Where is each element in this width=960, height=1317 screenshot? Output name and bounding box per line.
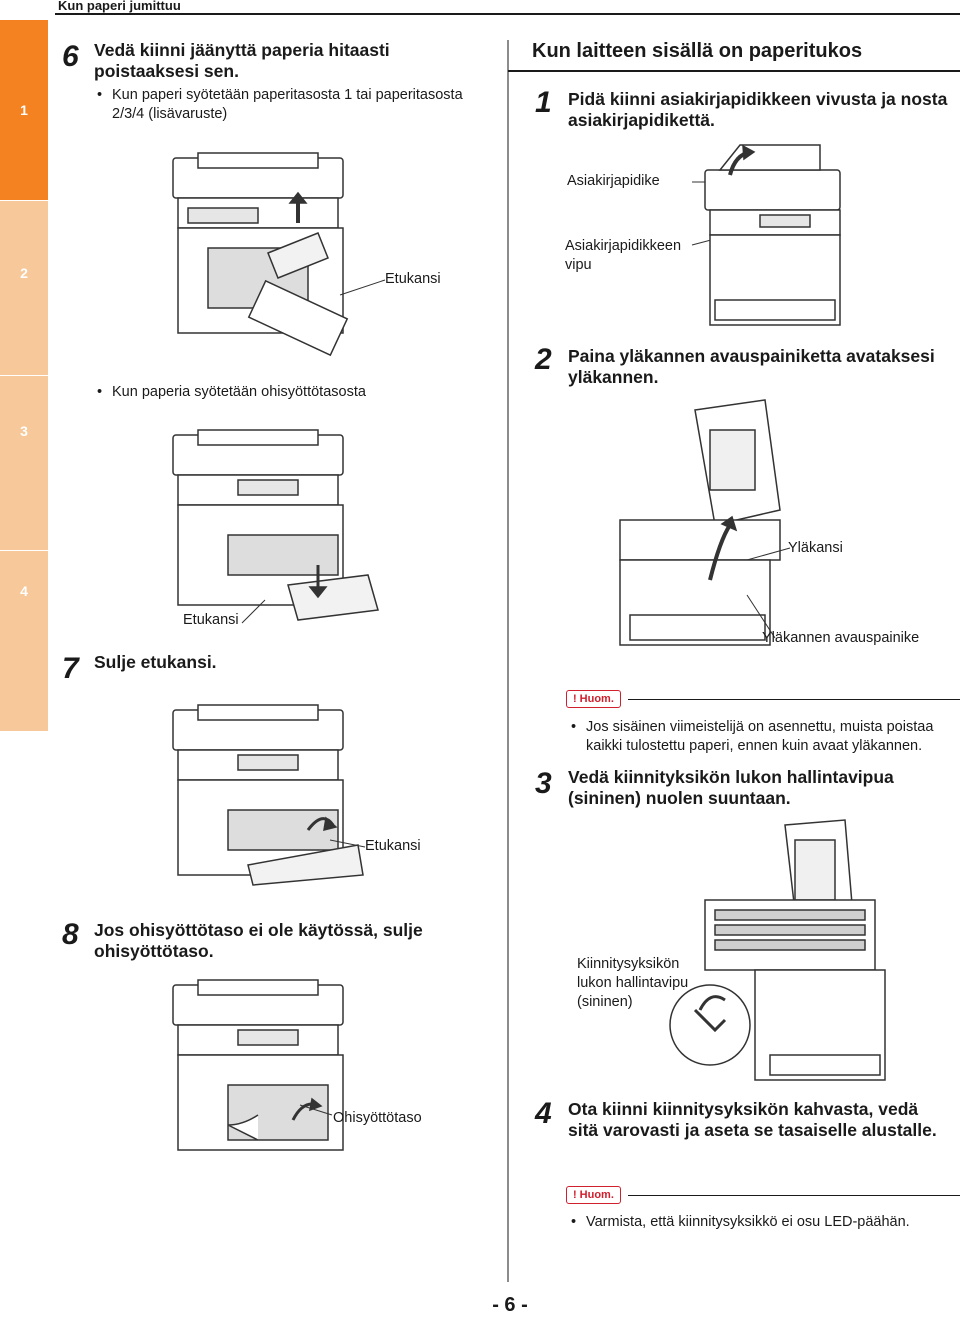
callout-line-2 bbox=[241, 599, 266, 624]
right-step-1-text: Pidä kiinni asiakirjapidikkeen vivusta j… bbox=[568, 89, 948, 130]
label-asiakirjapidike: Asiakirjapidike bbox=[567, 173, 660, 189]
column-divider bbox=[507, 40, 509, 1282]
step-6-number: 6 bbox=[62, 40, 79, 73]
note-badge-1: !Huom. bbox=[566, 690, 621, 708]
right-step-1-number: 1 bbox=[535, 86, 552, 119]
step-7-number: 7 bbox=[62, 652, 79, 685]
right-step-2-number: 2 bbox=[535, 343, 552, 376]
printer-figure-bypass bbox=[172, 429, 379, 621]
step-8-number: 8 bbox=[62, 918, 79, 951]
printer-figure-close bbox=[172, 704, 364, 886]
callout-line-1 bbox=[339, 279, 386, 296]
side-tab-4[interactable] bbox=[0, 551, 48, 731]
step-6-text: Vedä kiinni jäänyttä paperia hitaasti po… bbox=[94, 40, 390, 81]
side-tab-2-label: 2 bbox=[20, 265, 28, 281]
note-mark-icon: ! bbox=[573, 1189, 577, 1201]
right-step-2-text: Paina yläkannen avauspainiketta avatakse… bbox=[568, 346, 935, 387]
note-1-text: Jos sisäinen viimeistelijä on asennettu,… bbox=[571, 718, 956, 756]
note-mark-icon: ! bbox=[573, 693, 577, 705]
callout-lines-step2 bbox=[746, 547, 791, 639]
printer-figure-adf bbox=[704, 144, 841, 326]
right-step-3-number: 3 bbox=[535, 767, 552, 800]
header-title: Kun paperi jumittuu bbox=[58, 0, 181, 13]
side-tab-3-label: 3 bbox=[20, 423, 28, 439]
side-tab-4-label: 4 bbox=[20, 583, 28, 599]
step-7-text: Sulje etukansi. bbox=[94, 652, 217, 672]
label-ylakansi: Yläkansi bbox=[788, 540, 843, 556]
note-2-text: Varmista, että kiinnitysyksikkö ei osu L… bbox=[571, 1213, 956, 1232]
step-8-text: Jos ohisyöttötaso ei ole käytössä, sulje… bbox=[94, 920, 423, 961]
label-ylakannen-avauspainike: Yläkannen avauspainike bbox=[762, 630, 920, 646]
label-asiakirjapidikkeen-vipu: Asiakirjapidikkeen vipu bbox=[565, 238, 682, 273]
side-tab-1[interactable] bbox=[0, 20, 48, 200]
section-heading-rule bbox=[508, 70, 960, 72]
right-step-4-number: 4 bbox=[535, 1097, 552, 1130]
callout-line-4 bbox=[299, 1104, 333, 1116]
right-step-3-text: Vedä kiinnityksikön lukon hallintavipua … bbox=[568, 767, 894, 808]
note-badge-2-label: Huom. bbox=[579, 1189, 614, 1201]
side-tab-3[interactable] bbox=[0, 376, 48, 550]
label-ohisyottotaso: Ohisyöttötaso bbox=[333, 1110, 422, 1126]
side-tab-1-label: 1 bbox=[20, 102, 28, 118]
section-heading: Kun laitteen sisällä on paperitukos bbox=[532, 40, 863, 62]
note-rule-1 bbox=[628, 699, 960, 700]
note-badge-1-label: Huom. bbox=[579, 693, 614, 705]
printer-figure-tray bbox=[172, 152, 349, 357]
step-6-bullet-1: Kun paperi syötetään paperitasosta 1 tai… bbox=[97, 86, 492, 124]
right-step-4-text: Ota kiinni kiinnitysyksikön kahvasta, ve… bbox=[568, 1099, 937, 1140]
printer-figure-fuser-lever bbox=[669, 819, 886, 1081]
label-etukansi-2: Etukansi bbox=[183, 612, 239, 628]
note-rule-2 bbox=[628, 1195, 960, 1196]
note-badge-2: !Huom. bbox=[566, 1186, 621, 1204]
label-lukon-hallintavipu: Kiinnitysyksikön lukon hallintavipu (sin… bbox=[577, 956, 689, 1010]
printer-figure-bypass-close bbox=[172, 979, 344, 1151]
label-etukansi-3: Etukansi bbox=[365, 838, 421, 854]
callout-line-3 bbox=[329, 839, 366, 848]
side-tab-2[interactable] bbox=[0, 201, 48, 375]
header-rule bbox=[55, 13, 960, 15]
printer-figure-topcover bbox=[619, 399, 781, 646]
step-6-bullet-2: Kun paperia syötetään ohisyöttötasosta bbox=[97, 383, 492, 402]
page-number: - 6 - bbox=[492, 1294, 528, 1316]
label-etukansi-1: Etukansi bbox=[385, 271, 441, 287]
